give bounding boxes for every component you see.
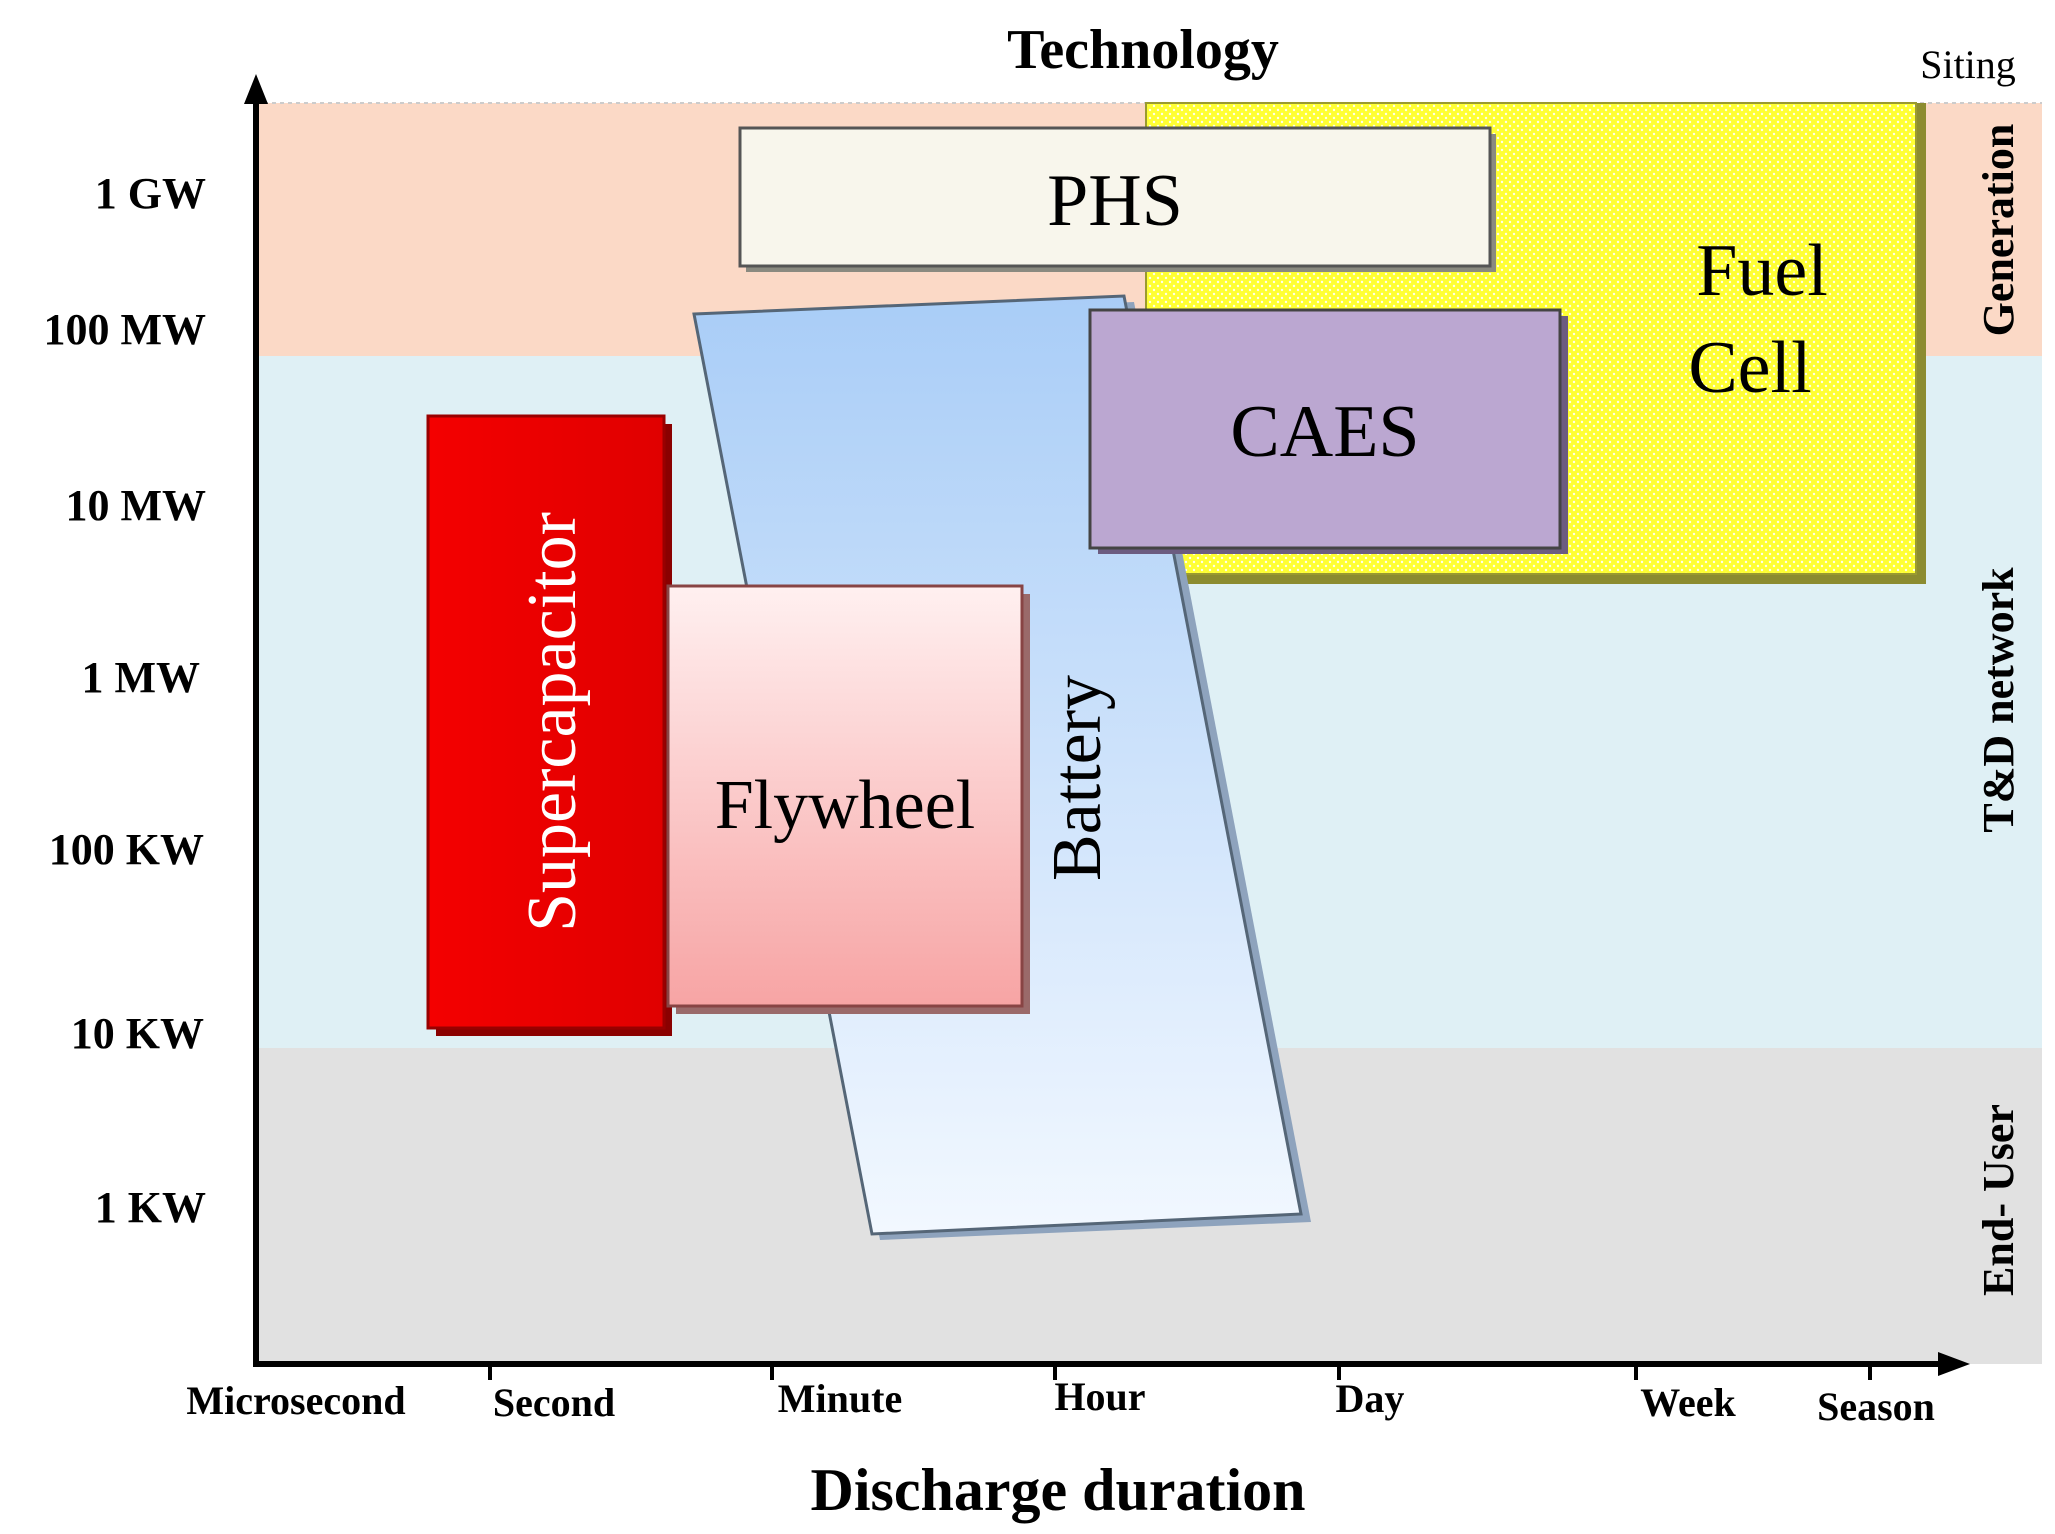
fuel-cell-label-line2: Cell	[1688, 327, 1811, 409]
supercapacitor-label: Supercapacitor	[514, 512, 591, 932]
x-axis-title: Discharge duration	[811, 1457, 1306, 1523]
flywheel-block	[666, 584, 1030, 1014]
fuel-cell-label-line1: Fuel	[1696, 230, 1828, 312]
y-tick-label: 100 MW	[43, 305, 206, 354]
siting-label: Siting	[1920, 42, 2016, 87]
phs-block	[738, 126, 1496, 272]
y-tick-label: 1 KW	[95, 1183, 206, 1232]
caes-label: CAES	[1230, 391, 1419, 473]
zone-label-generation: Generation	[1974, 124, 2023, 337]
y-axis	[244, 74, 268, 1364]
battery-label: Battery	[1039, 675, 1116, 881]
y-tick-label: 100 KW	[49, 825, 204, 874]
flywheel-label: Flywheel	[715, 767, 976, 844]
x-tick-label: Day	[1336, 1376, 1405, 1421]
caes-block	[1088, 308, 1568, 554]
y-tick-label: 10 KW	[71, 1009, 204, 1058]
x-tick-label: Hour	[1054, 1374, 1145, 1419]
x-tick-label: Week	[1640, 1380, 1736, 1425]
y-tick-label: 1 GW	[95, 169, 206, 218]
phs-label: PHS	[1047, 160, 1183, 242]
y-tick-label: 10 MW	[65, 481, 206, 530]
y-tick-label: 1 MW	[81, 653, 200, 702]
x-tick-label: Second	[493, 1380, 615, 1425]
x-tick-label: Season	[1817, 1384, 1935, 1429]
x-tick-label: Minute	[778, 1376, 902, 1421]
x-tick-marks	[488, 1364, 1872, 1380]
diagram-title: Technology	[1007, 19, 1279, 81]
x-axis	[253, 1352, 1970, 1376]
supercapacitor-block	[426, 414, 672, 1036]
zone-label-td-network: T&D network	[1974, 567, 2023, 833]
zone-label-end-user: End- User	[1974, 1104, 2023, 1296]
x-tick-label: Microsecond	[186, 1378, 405, 1423]
